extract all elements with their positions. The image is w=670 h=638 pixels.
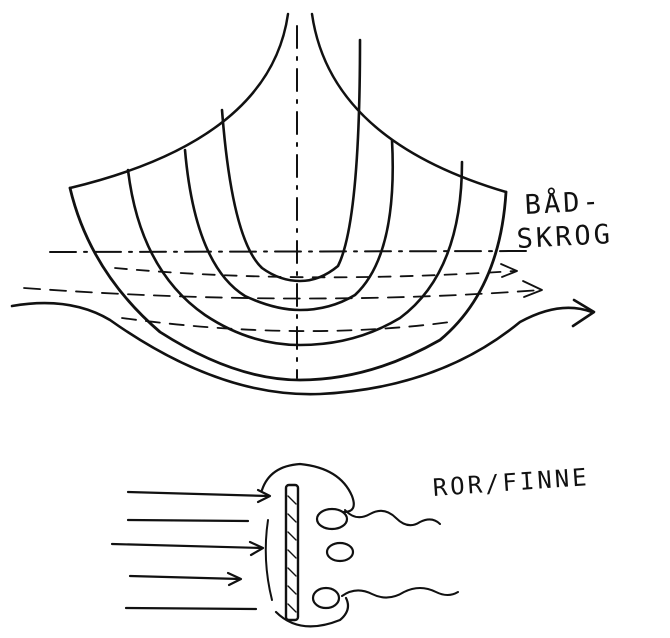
inflow-line-5 <box>126 608 256 609</box>
flow-line-dashed-1 <box>115 268 515 277</box>
flow-line-dashed-2 <box>24 288 540 299</box>
wake-line-upper <box>345 510 440 525</box>
hull-top-left-wall <box>70 14 288 188</box>
hull-section-inner <box>222 40 360 281</box>
hull-label-line1: BÅD- <box>524 188 602 219</box>
hull-diagram <box>12 14 594 394</box>
inflow-line-1 <box>128 492 268 496</box>
wake-line-lower <box>342 588 458 598</box>
hull-section-3 <box>185 140 393 310</box>
flow-line-dashed-3 <box>122 318 450 331</box>
inflow-line-3 <box>112 544 262 548</box>
inflow-line-2 <box>128 520 248 521</box>
inflow-line-4 <box>130 576 240 579</box>
flow-line-dashed-1-arrowhead <box>501 264 517 277</box>
flow-envelope-left <box>266 520 272 600</box>
rudder-blade-hatching <box>288 496 296 612</box>
hull-top-right-wall <box>312 14 506 192</box>
vortex-1 <box>317 509 347 529</box>
rudder-blade <box>286 485 298 620</box>
rudder-diagram <box>112 464 458 626</box>
flow-line-dashed-2-arrowhead <box>523 281 542 297</box>
hull-label-line2: SKROG <box>516 221 614 253</box>
flow-line-outer-arrowhead <box>573 300 594 326</box>
vortex-3 <box>313 588 339 608</box>
vortex-2 <box>327 543 353 561</box>
waterline <box>50 251 530 252</box>
hull-section-2 <box>128 162 462 345</box>
hull-section-outer <box>70 188 506 380</box>
flow-envelope-top <box>262 464 354 512</box>
